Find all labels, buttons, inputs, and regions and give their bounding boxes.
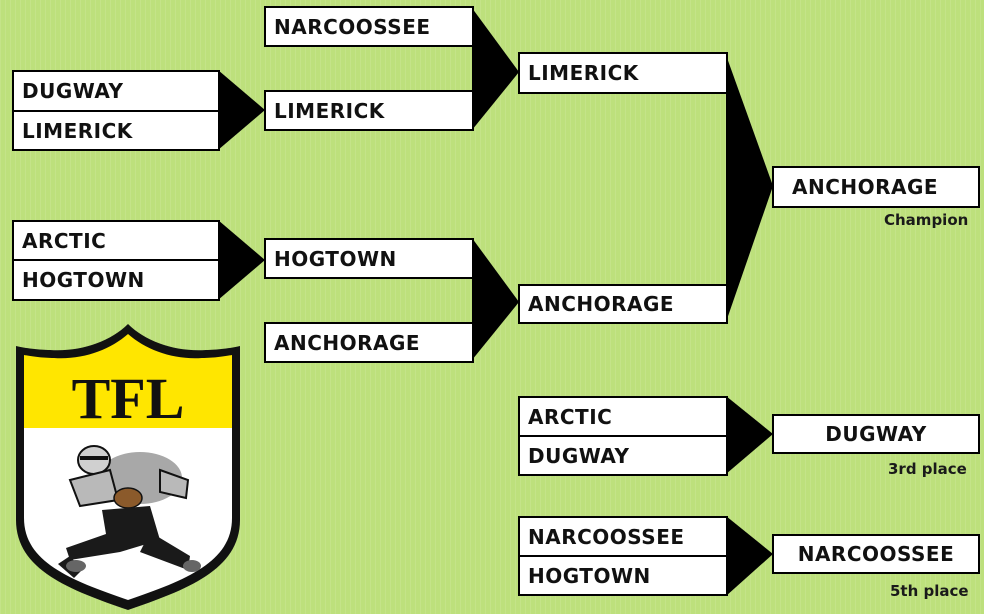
connector-r1-top — [218, 70, 265, 150]
third-place-winner: DUGWAY — [772, 414, 980, 454]
r1-match1-team-a: DUGWAY — [12, 70, 220, 112]
champion-caption: Champion — [884, 211, 969, 229]
semifinal-top: LIMERICK — [518, 52, 728, 94]
connector-third — [726, 396, 773, 474]
connector-r2-bottom — [472, 238, 519, 360]
r1-match2-team-b: HOGTOWN — [12, 259, 220, 301]
champion-box: ANCHORAGE — [772, 166, 980, 208]
third-place-caption: 3rd place — [888, 460, 967, 478]
r2-top-seed: NARCOOSSEE — [264, 6, 474, 47]
r1-match1-team-b: LIMERICK — [12, 110, 220, 151]
fifth-place-caption: 5th place — [890, 582, 969, 600]
connector-fifth — [726, 516, 773, 596]
connector-r2-top — [472, 8, 519, 130]
r2-top-winner: LIMERICK — [264, 90, 474, 131]
connector-final — [726, 55, 773, 322]
r2-bottom-seed: ANCHORAGE — [264, 322, 474, 363]
fifth-place-team-b: HOGTOWN — [518, 555, 728, 596]
third-place-team-b: DUGWAY — [518, 435, 728, 476]
semifinal-bottom: ANCHORAGE — [518, 284, 728, 324]
r1-match2-team-a: ARCTIC — [12, 220, 220, 261]
third-place-team-a: ARCTIC — [518, 396, 728, 437]
tfl-shield-logo: TFL — [16, 324, 240, 610]
r2-bottom-winner: HOGTOWN — [264, 238, 474, 279]
connector-r1-bottom — [218, 220, 265, 300]
logo-text: TFL — [72, 366, 185, 431]
fifth-place-team-a: NARCOOSSEE — [518, 516, 728, 557]
fifth-place-winner: NARCOOSSEE — [772, 534, 980, 574]
football-player-icon — [58, 445, 201, 578]
